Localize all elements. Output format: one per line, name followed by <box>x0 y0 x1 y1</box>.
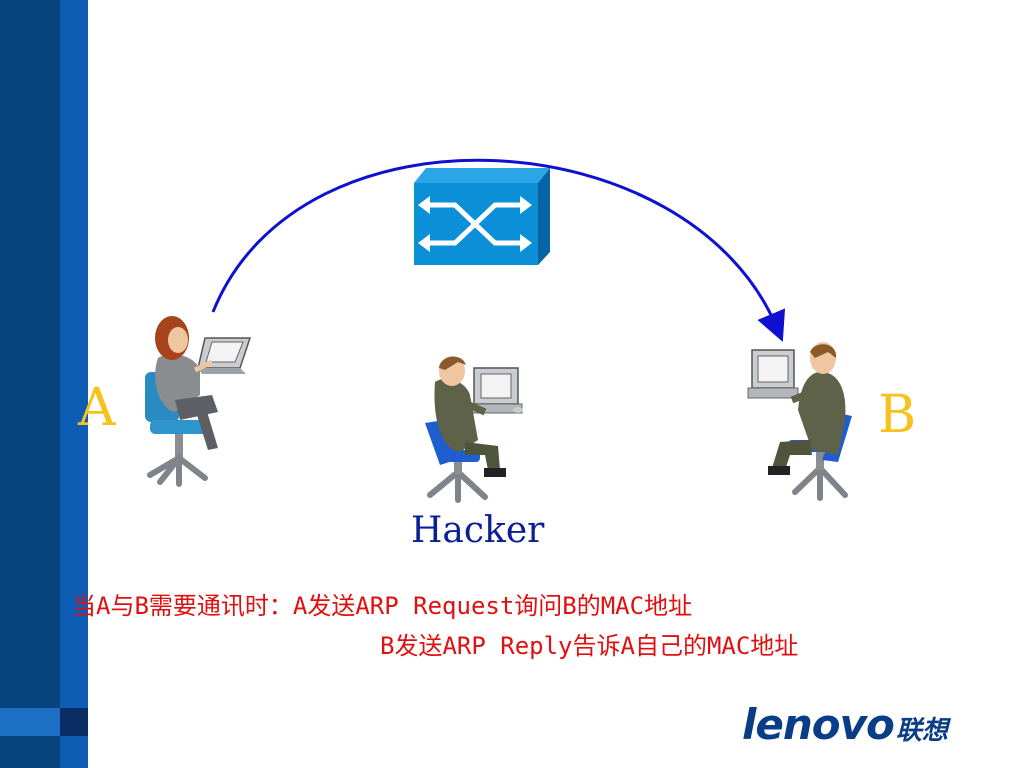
label-a: A <box>77 378 117 438</box>
caption-line-1: 当A与B需要通讯时：A发送ARP Request询问B的MAC地址 <box>72 592 693 620</box>
logo-text-cn: 联想 <box>895 716 948 746</box>
man-at-computer-icon <box>747 342 852 501</box>
sidebar-square-dark <box>60 708 88 736</box>
lenovo-logo: lenovo联想 <box>742 700 948 749</box>
woman-at-laptop-icon <box>145 316 252 487</box>
sidebar-square-light <box>0 708 60 736</box>
sidebar-decoration <box>0 0 88 768</box>
sidebar-dark-band <box>0 0 60 768</box>
label-b: B <box>878 385 916 445</box>
hacker-label: Hacker <box>411 510 545 551</box>
sidebar-light-stripe <box>60 0 88 768</box>
network-switch-icon <box>414 168 550 265</box>
man-at-computer-icon <box>425 356 523 503</box>
caption-line-2: B发送ARP Reply告诉A自己的MAC地址 <box>380 632 799 660</box>
logo-text-en: lenovo <box>742 700 895 749</box>
communication-arc <box>211 158 786 342</box>
